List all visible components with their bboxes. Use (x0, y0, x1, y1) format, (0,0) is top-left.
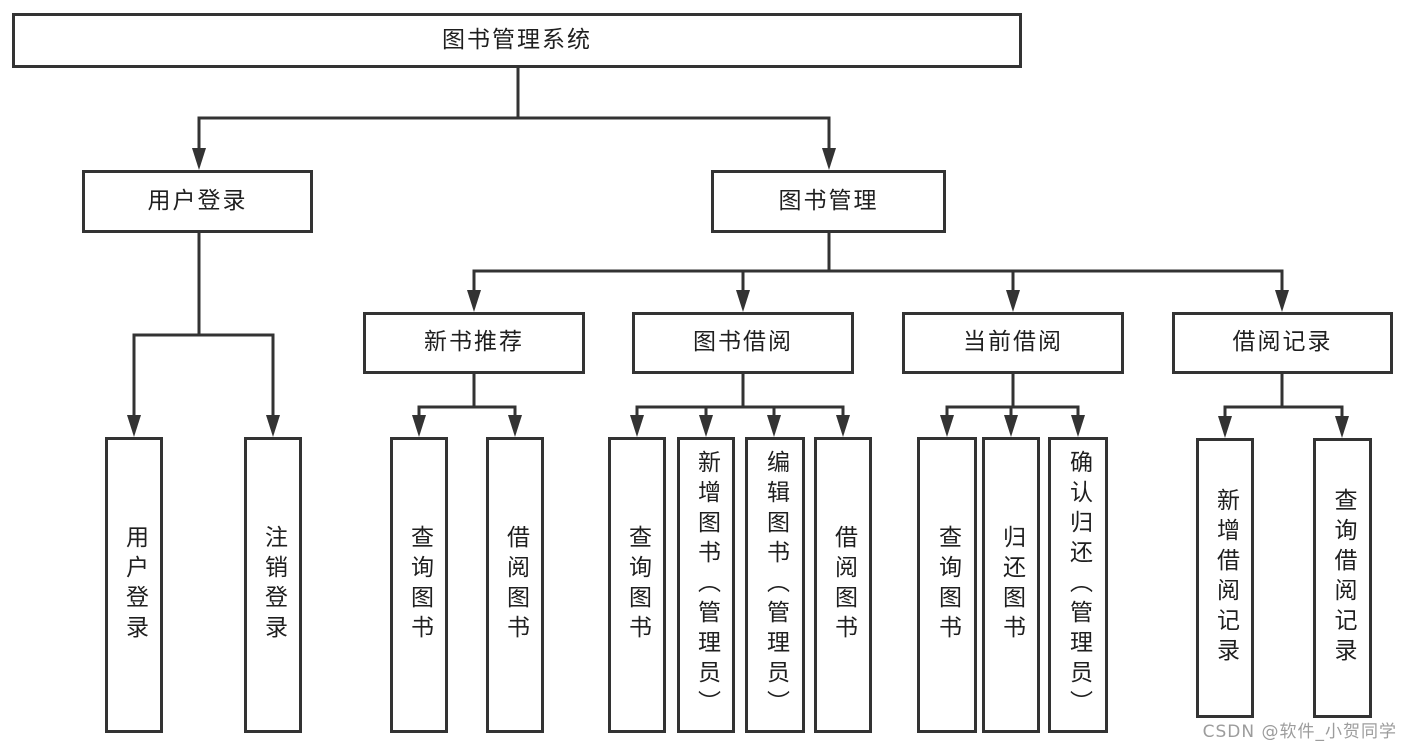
leaf-confirm-return-admin-label: 确认归还（管理员） (1065, 450, 1092, 720)
node-book-borrowing: 图书借阅 (632, 312, 854, 374)
leaf-query-books-recommendation: 查询图书 (390, 437, 448, 733)
node-book-management: 图书管理 (711, 170, 946, 233)
connector-root-to-level2 (192, 66, 836, 170)
leaf-return-books-label: 归还图书 (998, 525, 1025, 645)
node-root: 图书管理系统 (12, 13, 1022, 68)
leaf-query-books-current: 查询图书 (917, 437, 977, 733)
leaf-logout-label: 注销登录 (260, 525, 287, 645)
connector-book-management-to-level3 (467, 231, 1289, 312)
node-current-borrowing-label: 当前借阅 (963, 329, 1063, 356)
leaf-add-borrow-record-label: 新增借阅记录 (1212, 488, 1239, 668)
leaf-logout: 注销登录 (244, 437, 302, 733)
node-book-borrowing-label: 图书借阅 (693, 329, 793, 356)
node-new-book-recommendation: 新书推荐 (363, 312, 585, 374)
leaf-return-books: 归还图书 (982, 437, 1040, 733)
node-new-book-recommendation-label: 新书推荐 (424, 329, 524, 356)
leaf-add-books-admin: 新增图书（管理员） (677, 437, 735, 733)
leaf-borrow-books: 借阅图书 (814, 437, 872, 733)
node-borrowing-records: 借阅记录 (1172, 312, 1393, 374)
node-book-management-label: 图书管理 (778, 187, 879, 214)
csdn-watermark: CSDN @软件_小贺同学 (1202, 722, 1397, 742)
leaf-borrow-books-recommendation: 借阅图书 (486, 437, 544, 733)
leaf-confirm-return-admin: 确认归还（管理员） (1048, 437, 1108, 733)
leaf-query-borrow-record: 查询借阅记录 (1313, 438, 1372, 718)
leaf-edit-books-admin: 编辑图书（管理员） (745, 437, 805, 733)
leaf-borrow-books-recommendation-label: 借阅图书 (502, 525, 529, 645)
node-user-login-label: 用户登录 (147, 187, 248, 214)
connector-user-login-branch (127, 231, 280, 437)
node-root-label: 图书管理系统 (442, 26, 592, 53)
connector-new-book-recommendation-branch (412, 372, 522, 437)
node-user-login: 用户登录 (82, 170, 313, 233)
node-current-borrowing: 当前借阅 (902, 312, 1124, 374)
leaf-add-borrow-record: 新增借阅记录 (1196, 438, 1254, 718)
leaf-query-borrow-record-label: 查询借阅记录 (1330, 488, 1356, 668)
connector-current-borrowing-branch (940, 372, 1085, 437)
leaf-edit-books-admin-label: 编辑图书（管理员） (762, 450, 789, 720)
leaf-query-books-recommendation-label: 查询图书 (406, 525, 433, 645)
node-borrowing-records-label: 借阅记录 (1232, 329, 1333, 356)
leaf-query-books-current-label: 查询图书 (934, 525, 961, 645)
leaf-user-login: 用户登录 (105, 437, 163, 733)
leaf-query-books-borrowing: 查询图书 (608, 437, 666, 733)
connector-book-borrowing-branch (630, 372, 850, 437)
leaf-borrow-books-label: 借阅图书 (830, 525, 857, 645)
leaf-query-books-borrowing-label: 查询图书 (624, 525, 651, 645)
leaf-user-login-label: 用户登录 (121, 525, 148, 645)
leaf-add-books-admin-label: 新增图书（管理员） (693, 450, 720, 720)
connector-borrowing-records-branch (1218, 372, 1349, 438)
